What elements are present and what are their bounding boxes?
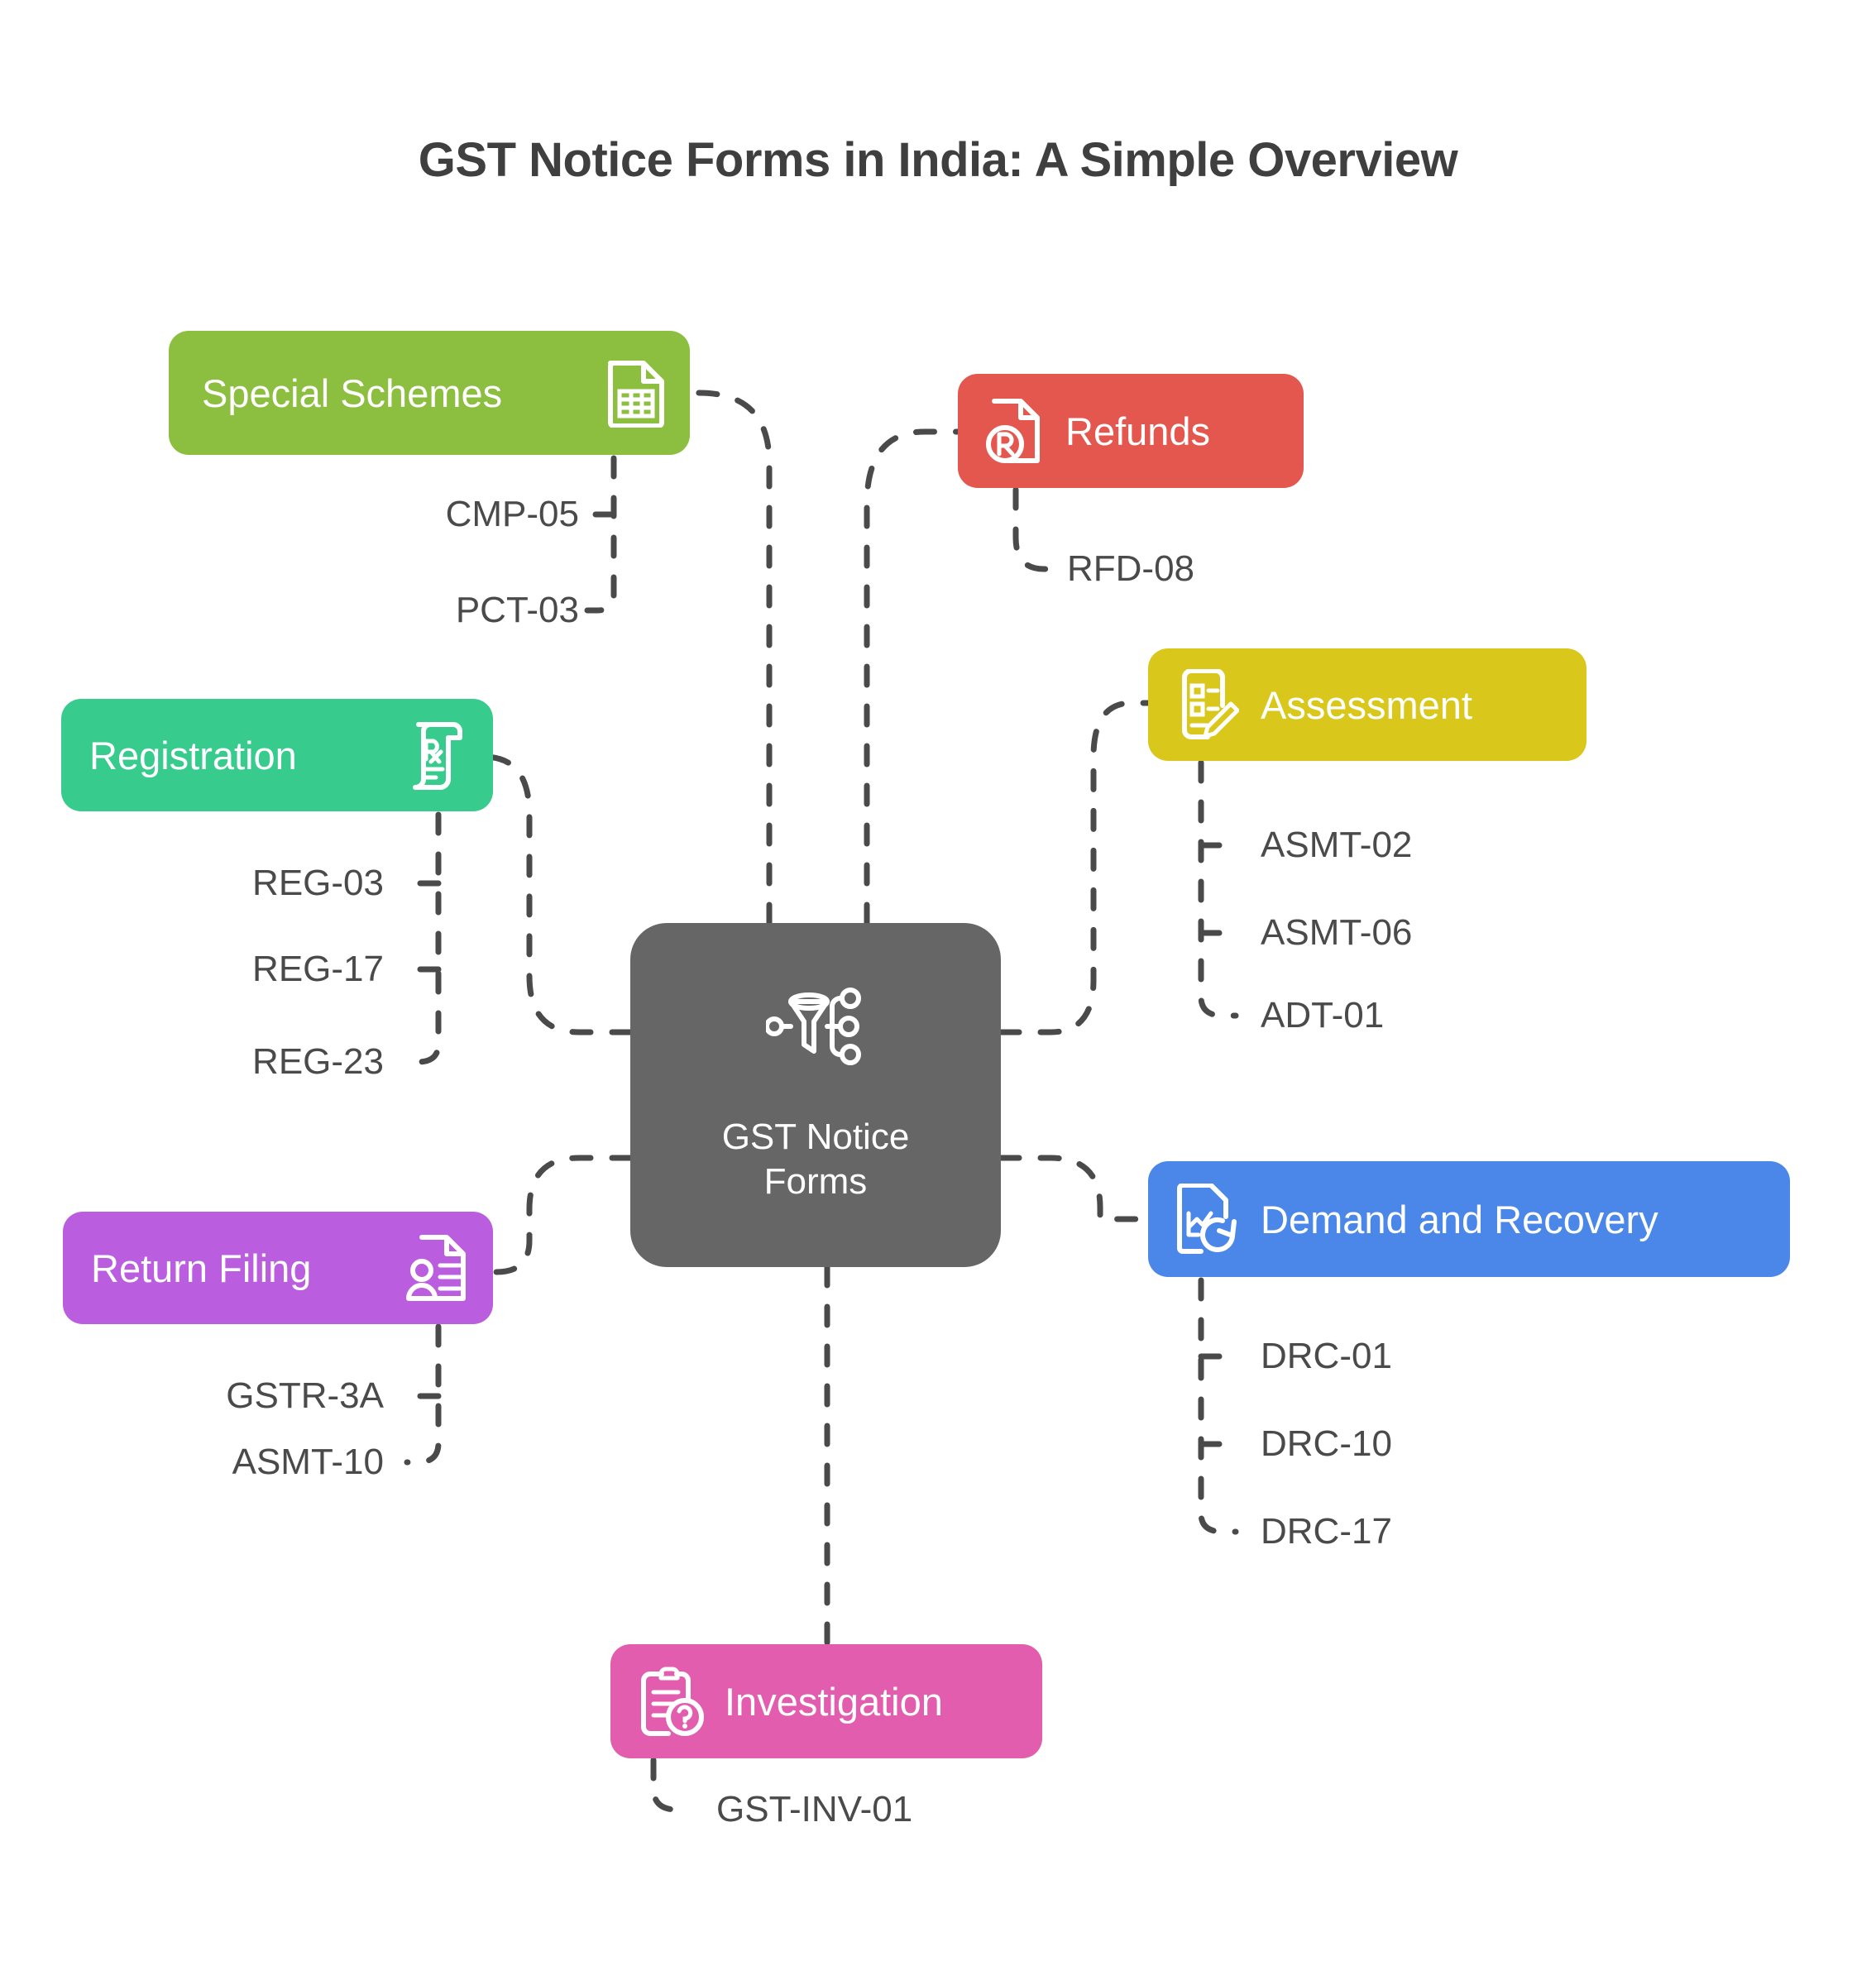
branch-label-assessment: Assessment [1261,682,1472,727]
spreadsheet-document-icon [605,358,667,428]
chart-refresh-document-icon [1175,1184,1241,1255]
edge-assessment-spine [1198,759,1239,1019]
branch-node-assessment[interactable]: Assessment [1148,648,1586,761]
edge-hub-special-schemes [688,390,773,926]
leaf-label-gstr-3a: GSTR-3A [226,1375,384,1416]
edge-hub-refunds [864,428,961,926]
leaf-label-asmt-06: ASMT-06 [1261,912,1413,953]
branch-label-special-schemes: Special Schemes [202,371,503,415]
leaf-label-reg-03: REG-03 [252,863,384,903]
leaf-label-rfd-08: RFD-08 [1067,548,1195,589]
edge-demand-spine [1198,1277,1239,1535]
branch-label-demand-recovery: Demand and Recovery [1261,1197,1658,1241]
edge-hub-return-filing [480,1155,634,1275]
leaf-label-asmt-10: ASMT-10 [232,1442,384,1482]
edge-registration-spine [404,811,442,1065]
branch-node-return-filing[interactable]: Return Filing [63,1212,493,1324]
center-node-label: GST Notice Forms [721,1116,910,1202]
leaf-label-reg-17: REG-17 [252,949,384,989]
branch-label-investigation: Investigation [725,1679,943,1724]
branch-node-special-schemes[interactable]: Special Schemes [169,331,690,455]
edge-return-filing-spine [404,1323,442,1466]
edge-leaf-gst-inv-01 [650,1757,695,1813]
edge-hub-assessment [998,700,1151,1035]
leaf-label-drc-10: DRC-10 [1261,1423,1392,1464]
registered-document-icon [984,396,1044,466]
branch-node-refunds[interactable]: Refunds [958,374,1304,488]
branch-label-return-filing: Return Filing [91,1246,312,1290]
edge-hub-demand-recovery [998,1155,1151,1222]
clipboard-question-icon [637,1666,705,1737]
filter-nodes-icon [764,987,865,1093]
leaf-label-adt-01: ADT-01 [1261,995,1385,1035]
branch-node-demand-recovery[interactable]: Demand and Recovery [1148,1161,1790,1277]
branch-node-investigation[interactable]: Investigation [610,1644,1042,1758]
prescription-scroll-icon [405,720,468,791]
branch-node-registration[interactable]: Registration [61,699,493,811]
person-document-icon [402,1232,468,1303]
leaf-label-drc-01: DRC-01 [1261,1336,1392,1376]
branch-label-registration: Registration [89,733,297,777]
leaf-label-cmp-05: CMP-05 [445,494,579,534]
center-node[interactable]: GST Notice Forms [630,923,1001,1267]
edge-leaf-rfd-08 [1012,486,1060,572]
leaf-label-drc-17: DRC-17 [1261,1511,1392,1552]
edge-special-schemes-leaves [584,455,617,614]
checklist-pencil-icon [1175,669,1239,740]
page-title: GST Notice Forms in India: A Simple Over… [418,133,1458,187]
branch-label-refunds: Refunds [1065,409,1211,453]
leaf-label-reg-23: REG-23 [252,1041,384,1082]
leaf-label-asmt-02: ASMT-02 [1261,825,1413,865]
leaf-label-gst-inv-01: GST-INV-01 [716,1789,913,1829]
edge-hub-registration [470,753,634,1035]
leaf-label-pct-03: PCT-03 [455,590,579,630]
